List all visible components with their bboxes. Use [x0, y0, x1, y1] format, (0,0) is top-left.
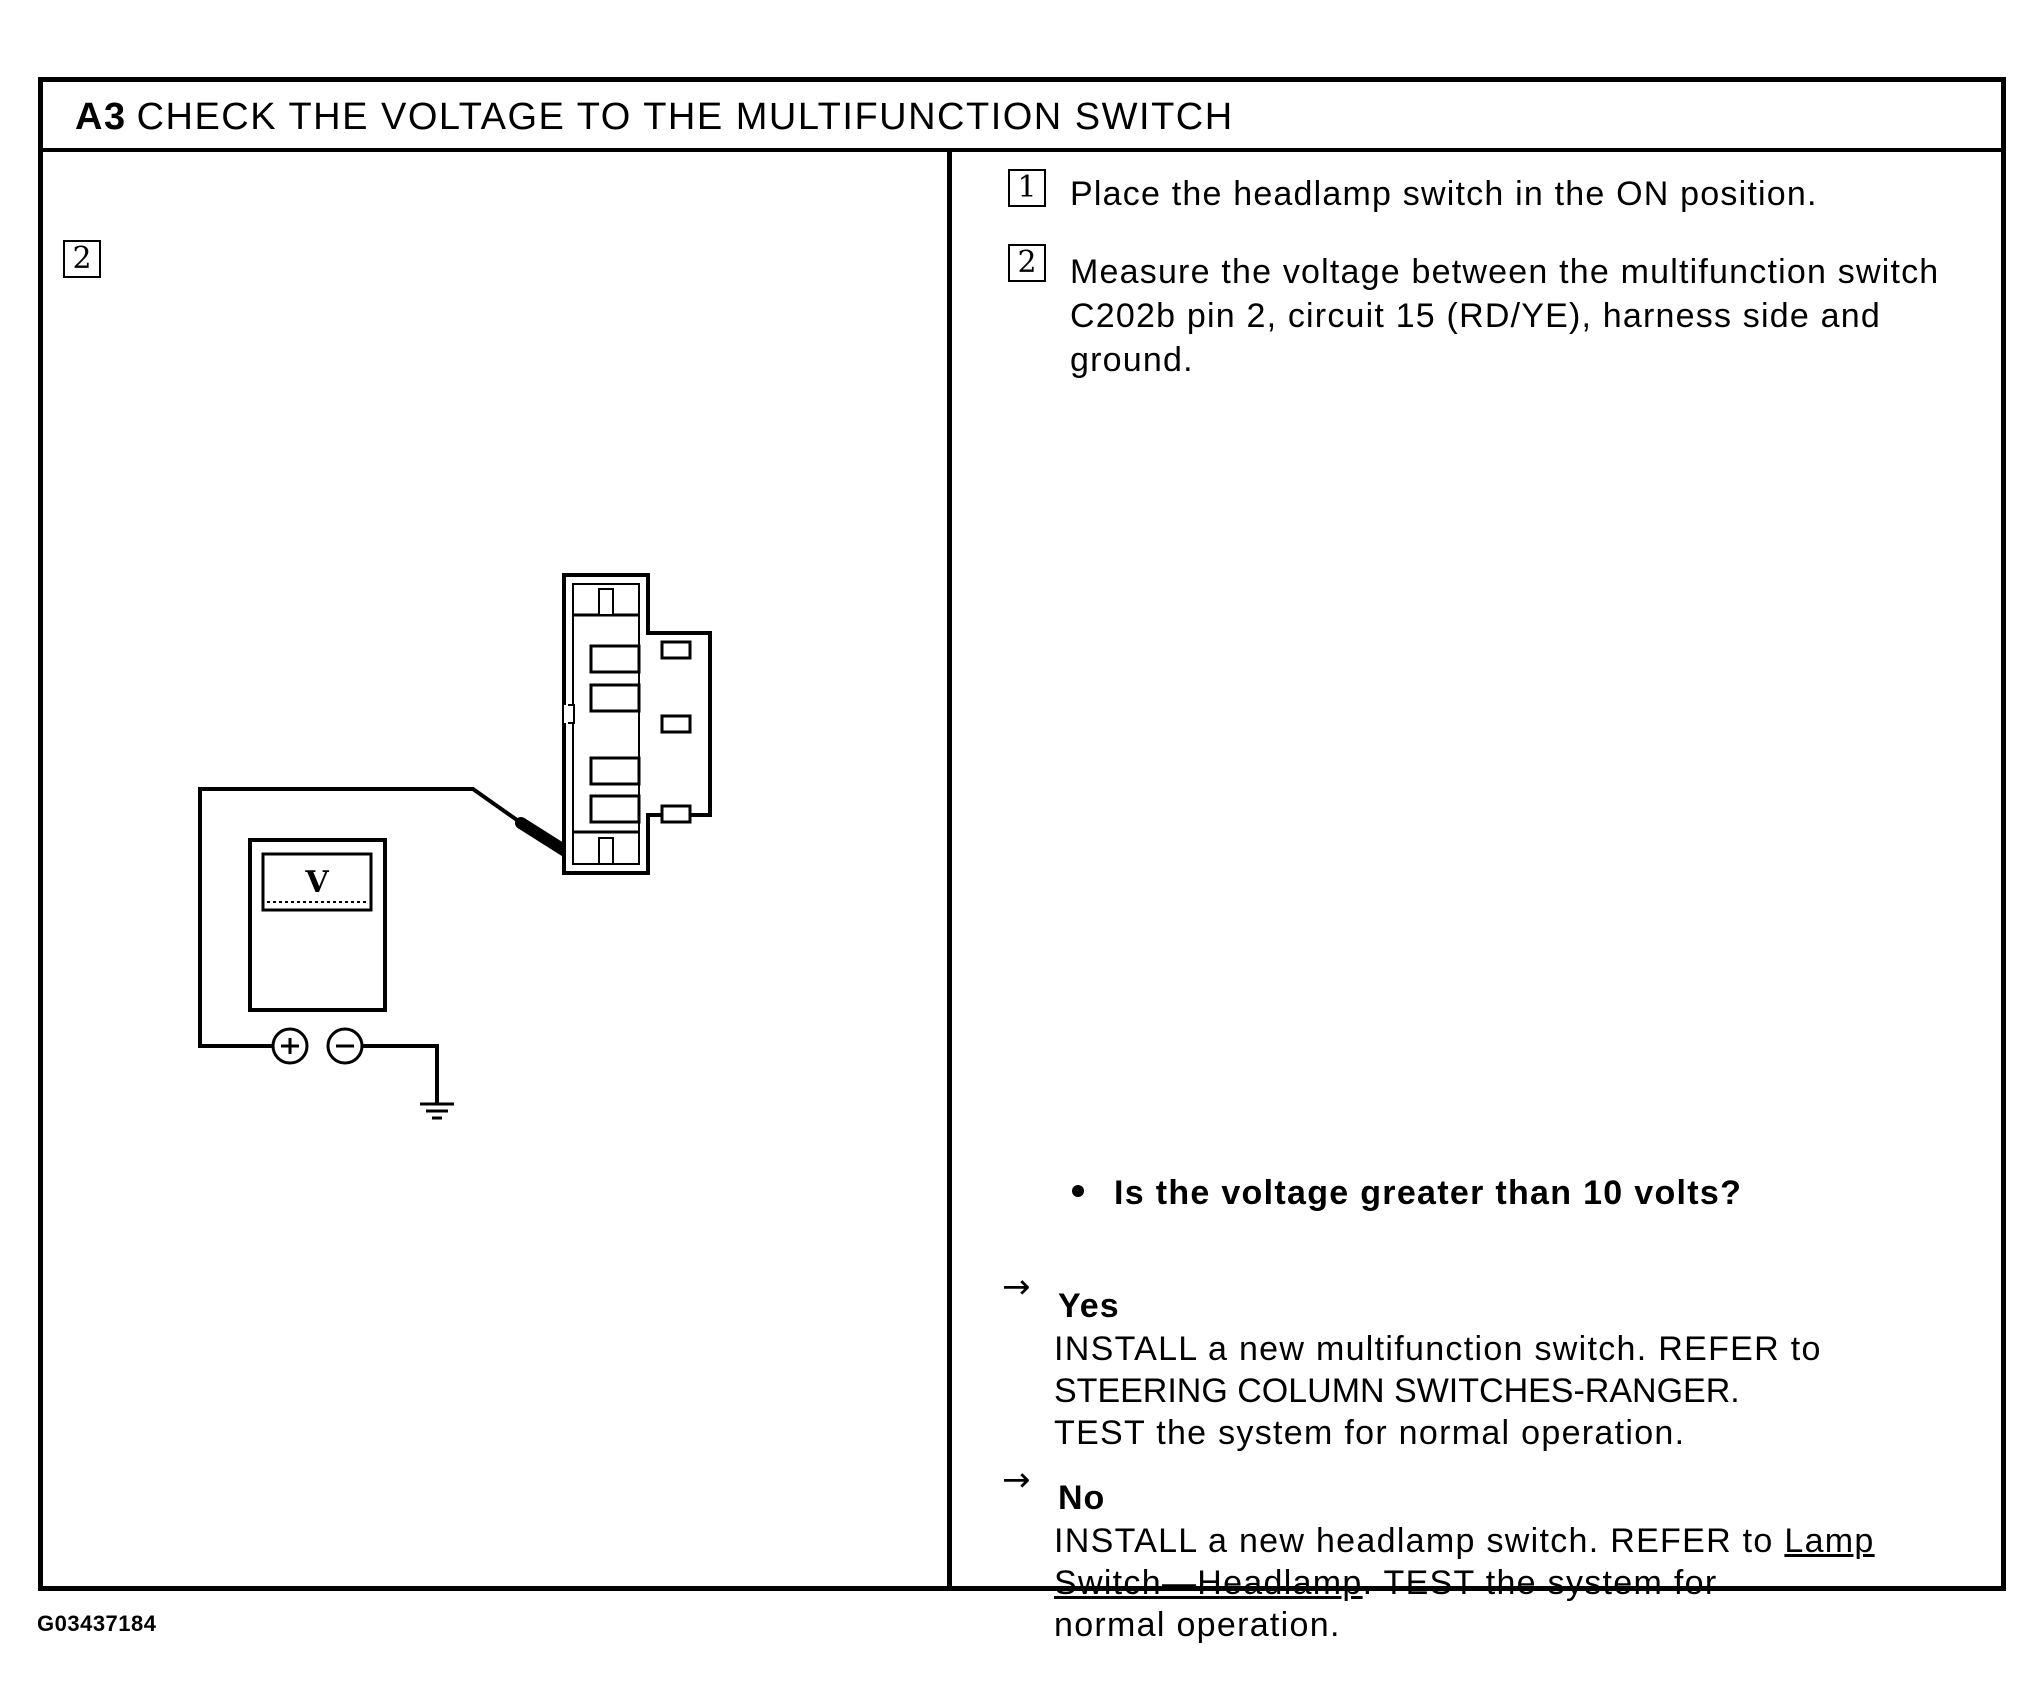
decision-question: Is the voltage greater than 10 volts? — [1072, 1174, 1742, 1213]
yes-text: INSTALL a new multifunction switch. REFE… — [1054, 1328, 1822, 1454]
instructions-pane: 1 Place the headlamp switch in the ON po… — [952, 152, 2001, 1644]
ground-wire — [362, 1044, 439, 1104]
illustration-pane: 2 V — [43, 152, 947, 1586]
yes-line: STEERING COLUMN SWITCHES-RANGER. — [1054, 1372, 1740, 1410]
step-id: A3 — [75, 96, 127, 138]
step-1-marker: 1 — [1008, 169, 1046, 207]
step-2-text: Measure the voltage between the multifun… — [1070, 250, 1939, 382]
probe-wire — [198, 787, 550, 1048]
ground-icon — [420, 1102, 454, 1120]
voltmeter-icon: V — [248, 838, 387, 1065]
yes-label: Yes — [1058, 1287, 1120, 1325]
meter-label: V — [304, 865, 329, 900]
no-arrow-icon: → — [1002, 1460, 1031, 1500]
step-title: CHECK THE VOLTAGE TO THE MULTIFUNCTION S… — [136, 96, 1234, 138]
step-2-marker: 2 — [1008, 244, 1046, 282]
no-line-suffix: . TEST the system for — [1362, 1564, 1718, 1602]
no-line: normal operation. — [1054, 1606, 1341, 1644]
switch-headlamp-link[interactable]: Switch—Headlamp — [1054, 1564, 1363, 1602]
yes-line: TEST the system for normal operation. — [1054, 1414, 1686, 1452]
no-line-prefix: INSTALL a new headlamp switch. REFER to — [1054, 1522, 1785, 1560]
question-text: Is the voltage greater than 10 volts? — [1114, 1174, 1743, 1212]
no-text: INSTALL a new headlamp switch. REFER to … — [1054, 1520, 1875, 1646]
figure-code: G03437184 — [37, 1611, 157, 1636]
step-2-line: ground. — [1070, 341, 1194, 379]
yes-line: INSTALL a new multifunction switch. REFE… — [1054, 1330, 1822, 1368]
connector-icon — [562, 573, 712, 875]
bullet-icon — [1072, 1185, 1084, 1198]
illustration-step-marker: 2 — [63, 240, 101, 278]
yes-arrow-icon: → — [1002, 1267, 1031, 1307]
step-1-text: Place the headlamp switch in the ON posi… — [1070, 175, 1818, 213]
step-2-line: C202b pin 2, circuit 15 (RD/YE), harness… — [1070, 297, 1881, 335]
no-label: No — [1058, 1479, 1106, 1517]
column-divider — [947, 152, 952, 1586]
step-2-line: Measure the voltage between the multifun… — [1070, 253, 1940, 291]
lamp-link[interactable]: Lamp — [1784, 1522, 1875, 1560]
voltmeter-diagram: V — [198, 573, 712, 1120]
